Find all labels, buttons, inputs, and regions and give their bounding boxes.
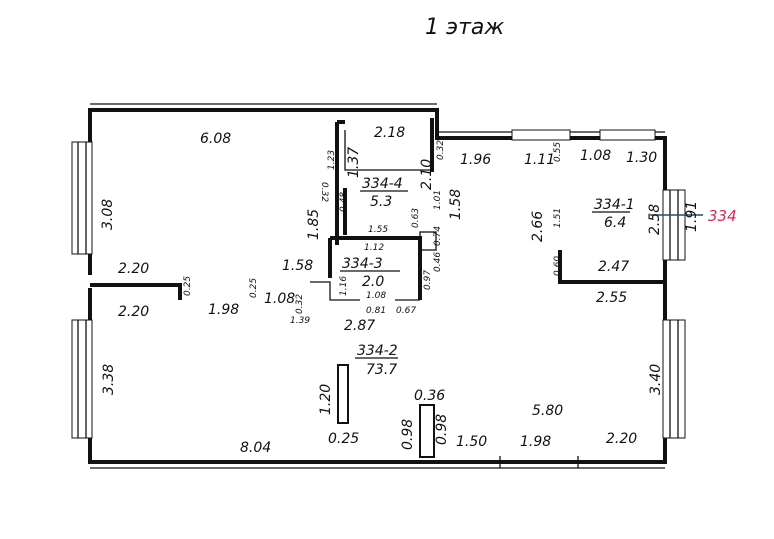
- dim-label: 3.40: [648, 364, 664, 395]
- dim-label: 1.91: [684, 201, 700, 232]
- dim-label: 2.58: [647, 204, 663, 235]
- dim-label: 8.04: [240, 440, 271, 456]
- dim-label: 1.85: [306, 209, 322, 240]
- dim-label: 1.96: [460, 152, 491, 168]
- dim-label: 6.08: [200, 131, 231, 147]
- dim-label: 0.46: [433, 252, 443, 272]
- dim-label: 0.25: [249, 278, 259, 298]
- room-334-1: 334-1 6.4: [592, 197, 635, 231]
- dim-label: 1.01: [433, 190, 443, 210]
- dim-label: 0.48: [339, 192, 349, 212]
- dim-label: 0.32: [436, 140, 446, 160]
- dim-label: 1.16: [339, 276, 349, 296]
- dim-label: 2.20: [606, 431, 637, 447]
- dim-label: 2.20: [118, 261, 149, 277]
- windows: [71, 129, 686, 439]
- dim-label: 1.08: [366, 291, 386, 301]
- dim-label: 0.97: [423, 270, 433, 290]
- room-334-2: 334-2 73.7: [355, 343, 398, 378]
- dim-label: 1.23: [327, 150, 337, 170]
- dim-label: 1.39: [290, 316, 310, 326]
- dim-label: 0.32: [295, 294, 305, 314]
- dim-label: 3.38: [101, 364, 117, 395]
- dim-label: 1.11: [524, 152, 555, 168]
- floor-title: 1 этаж: [425, 15, 504, 40]
- interior-walls: [88, 118, 703, 468]
- dim-label: 2.10: [419, 159, 435, 190]
- room-name: 334-3: [342, 256, 383, 272]
- room-area: 5.3: [370, 194, 392, 210]
- dim-label: 1.50: [456, 434, 487, 450]
- room-area: 73.7: [366, 362, 397, 378]
- dim-label: 1.98: [208, 302, 239, 318]
- room-name: 334-2: [357, 343, 398, 359]
- room-name: 334-4: [362, 176, 403, 192]
- dim-label: 0.98: [434, 414, 450, 445]
- room-area: 6.4: [604, 215, 626, 231]
- dim-label: 1.58: [448, 189, 464, 220]
- dim-label: 0.60: [553, 256, 563, 276]
- dim-label: 0.55: [553, 142, 563, 162]
- dim-label: 1.51: [553, 208, 563, 228]
- room-334-4: 334-4 5.3: [360, 176, 408, 210]
- dim-label: 0.25: [183, 276, 193, 296]
- dim-label: 1.55: [368, 225, 388, 235]
- dim-label: 1.08: [264, 291, 295, 307]
- room-334-3: 334-3 2.0: [340, 256, 400, 290]
- dim-label: 2.55: [596, 290, 627, 306]
- dim-label: 2.20: [118, 304, 149, 320]
- dim-label: 1.98: [520, 434, 551, 450]
- dim-label: 1.37: [346, 147, 362, 178]
- room-name: 334-1: [594, 197, 635, 213]
- dim-label: 0.74: [433, 226, 443, 246]
- dim-label: 3.08: [100, 199, 116, 230]
- dim-label: 5.80: [532, 403, 563, 419]
- dim-label: 1.20: [318, 384, 334, 415]
- unit-label: 334: [708, 207, 737, 225]
- dim-label: 2.47: [598, 259, 629, 275]
- dim-label: 2.66: [530, 211, 546, 242]
- dim-label: 1.58: [282, 258, 313, 274]
- dim-label: 1.12: [364, 243, 384, 253]
- dim-label: 1.08: [580, 148, 611, 164]
- dim-label: 2.87: [344, 318, 375, 334]
- dim-label: 1.30: [626, 150, 657, 166]
- dim-label: 0.32: [319, 182, 329, 202]
- dim-label: 0.25: [328, 431, 359, 447]
- dim-label: 0.81: [366, 306, 386, 316]
- dim-label: 0.98: [400, 419, 416, 450]
- dim-label: 0.63: [411, 208, 421, 228]
- dim-label: 0.67: [396, 306, 416, 316]
- room-area: 2.0: [362, 274, 384, 290]
- dimensions: 6.08 2.20 2.20 1.98 8.04 0.25 2.18 1.96 …: [100, 125, 700, 456]
- dim-label: 0.36: [414, 388, 445, 404]
- dim-label: 2.18: [374, 125, 405, 141]
